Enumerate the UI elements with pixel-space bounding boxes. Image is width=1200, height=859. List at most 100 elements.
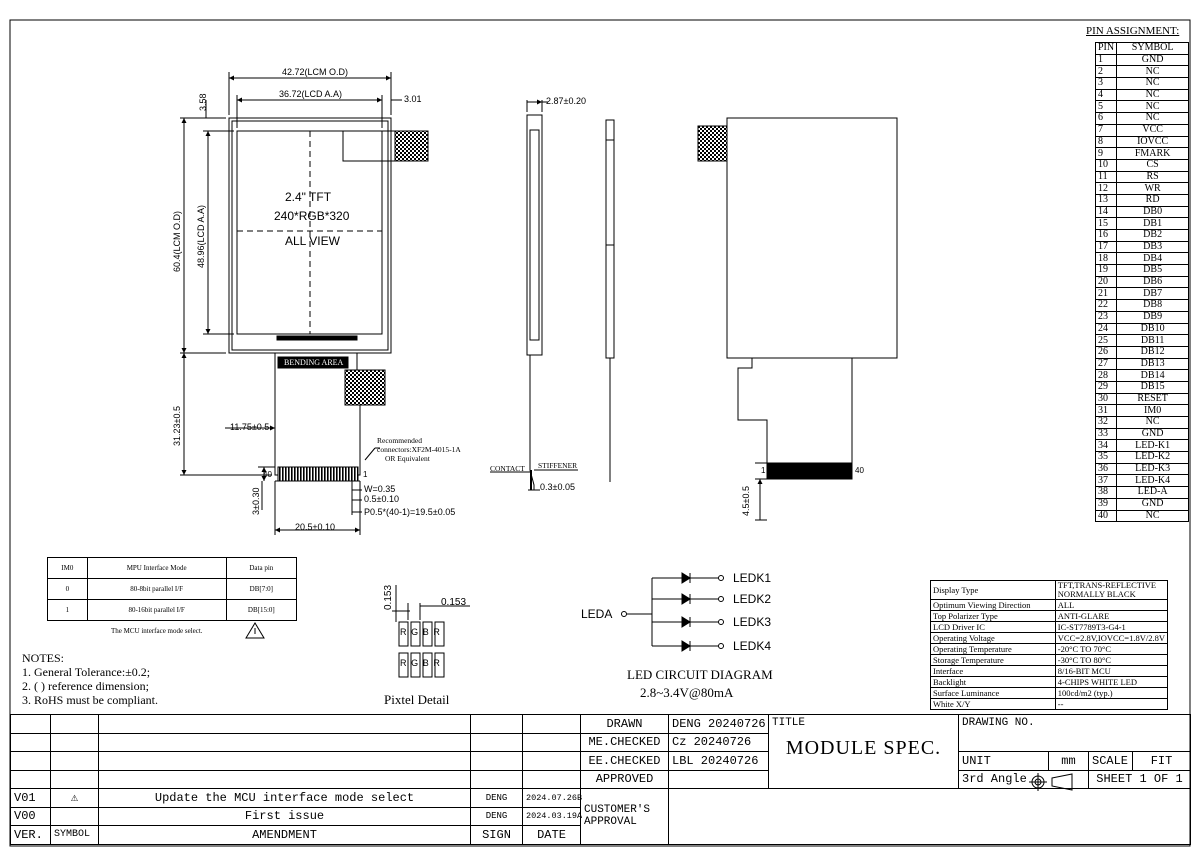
dim-fpc-bottom: 20.5±0.10 [295,522,335,532]
spec-value: IC-ST7789T3-G4-1 [1054,621,1169,633]
dim-back-bottom: 4.5±0.5 [741,486,751,516]
pin-number: 23 [1094,310,1118,324]
front-view [180,72,429,535]
mpu-header-im0: IM0 [47,557,88,579]
spec-label: Interface [930,665,1056,677]
pin-symbol: DB6 [1116,275,1190,289]
panel-view-label: ALL VIEW [285,234,340,248]
pin-number: 4 [1094,88,1118,102]
mpu-header-mode: MPU Interface Mode [86,557,227,579]
pin-number: 1 [1094,53,1118,67]
pin-number: 3 [1094,77,1118,90]
mpu-row-im0: 0 [47,578,88,600]
me-checked-value: Cz 20240726 [668,732,769,752]
angle-label: 3rd Angle [958,769,1089,789]
pin-symbol: IM0 [1116,404,1190,417]
mpu-row-mode: 80-16bit parallel I/F [86,599,227,621]
dim-right-offset: 3.01 [404,94,422,104]
led-cathode-1: LEDK1 [733,571,772,585]
back-view [697,117,898,521]
note-item: 2. ( ) reference dimension; [22,679,149,693]
pin-symbol: CS [1116,158,1190,172]
dim-pin-width: W=0.35 [364,484,396,494]
drawing-no-cell: DRAWING NO. [958,714,1191,752]
led-circuit [621,572,724,652]
spec-value: VCC=2.8V,IOVCC=1.8V/2.8V [1054,632,1169,644]
pixel-dim-v: 0.153 [383,584,394,610]
pin-number: 20 [1094,275,1118,289]
pin-symbol: DB4 [1116,252,1190,266]
pin-symbol: NC [1116,77,1190,90]
pin-number: 14 [1094,205,1118,219]
pin-symbol: NC [1116,509,1190,523]
pin-number: 17 [1094,240,1118,254]
panel-size-label: 2.4" TFT [285,190,332,204]
led-circuit-title: LED CIRCUIT DIAGRAM [627,667,773,682]
symbol-col-header: SYMBOL [1116,42,1190,55]
pin-symbol: WR [1116,182,1190,195]
spec-label: Surface Luminance [930,687,1056,699]
pin-number: 28 [1094,369,1118,382]
notes-block: NOTES: 1. General Tolerance:±0.2; 2. ( )… [22,651,158,707]
pin-symbol: VCC [1116,123,1190,137]
pin-symbol: LED-K3 [1116,462,1190,476]
pin-symbol: DB2 [1116,229,1190,242]
pin-symbol: DB9 [1116,310,1190,324]
led-anode-label: LEDA [581,607,613,621]
rev-ver: V01 [10,788,51,808]
dim-fpc-offset: 11.75±0.5 [230,422,270,432]
dim-top-offset: 3.58 [198,93,208,111]
mpu-interface-table: IM0 MPU Interface Mode Data pin 0 80-8bi… [47,557,298,621]
pin-symbol: NC [1116,65,1190,79]
pin-symbol: DB13 [1116,357,1190,371]
ee-checked-label: EE.CHECKED [580,751,669,771]
title-value: MODULE SPEC. [785,737,942,759]
sheet-label: SHEET 1 OF 1 [1088,769,1191,789]
back-pin1-label: 1 [761,466,766,475]
pin-number: 7 [1094,123,1118,137]
dim-pin-gap: 0.5±0.10 [364,494,399,504]
pin-number: 22 [1094,299,1118,312]
dim-contact-height: 3±0.30 [251,487,261,515]
pin-number: 2 [1094,65,1118,79]
ee-checked-value: LBL 20240726 [668,751,769,771]
mpu-row-im0: 1 [47,599,88,621]
scale-label: SCALE [1088,751,1133,771]
spec-value: 100cd/m2 (typ.) [1054,687,1169,699]
pin-number: 37 [1094,474,1118,488]
pin-number: 19 [1094,264,1118,277]
spec-value: -30°C TO 80°C [1054,654,1169,666]
pin-symbol: NC [1116,416,1190,429]
notes-title: NOTES: [22,651,64,665]
spec-value: ANTI-GLARE [1054,610,1169,622]
pixel-row-1: RGBR [400,627,445,637]
led-cathode-2: LEDK2 [733,592,772,606]
drawn-label: DRAWN [580,714,669,734]
front-pin40-label: 40 [263,470,272,479]
connector-note: Recommended connectors:XF2M-4015-1A OR E… [377,436,461,463]
